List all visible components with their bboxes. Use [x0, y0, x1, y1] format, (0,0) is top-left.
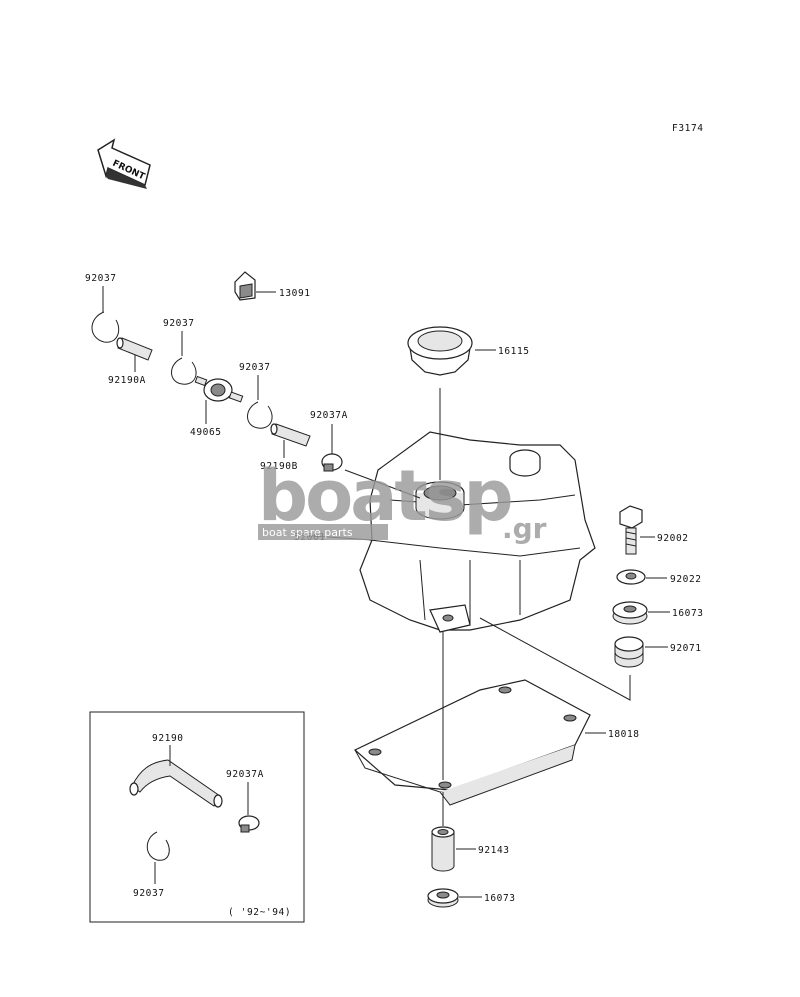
label-13091: 13091 [279, 288, 311, 299]
front-arrow-icon: FRONT [97, 138, 151, 189]
label-18018: 18018 [608, 729, 640, 740]
watermark-suffix: .gr [502, 512, 547, 545]
hose-clamp-92037-b-icon [171, 357, 197, 385]
figure-code: F3174 [672, 123, 704, 134]
tray-18018-icon [353, 679, 591, 806]
grommet-16073-a-icon [612, 601, 648, 625]
filler-cap-16115-icon [407, 326, 473, 376]
inset-box: 92190 92037A 92037 ( '92~'94) [89, 711, 305, 923]
washer-92022-icon [616, 569, 646, 585]
fuel-filter-49065-icon [194, 375, 244, 403]
label-49065: 49065 [190, 427, 222, 438]
label-92190b: 92190B [260, 461, 298, 472]
label-92071: 92071 [670, 643, 702, 654]
inset-label-92037: 92037 [133, 888, 165, 899]
label-92143: 92143 [478, 845, 510, 856]
fuel-tank-52001-icon [359, 431, 596, 633]
inset-label-92037a: 92037A [226, 769, 264, 780]
hose-clamp-92037-icon [91, 311, 120, 343]
grommet-92071-icon [614, 636, 644, 668]
watermark-tagline: boat spare parts [262, 526, 353, 539]
inset-label-92190: 92190 [152, 733, 184, 744]
hose-92190b-icon [270, 423, 311, 447]
label-16073-a: 16073 [672, 608, 704, 619]
inset-year-note: ( '92~'94) [228, 907, 291, 918]
label-92190a: 92190A [108, 375, 146, 386]
collar-92143-icon [431, 826, 455, 872]
cap-13091-icon [234, 271, 256, 301]
watermark-brand: boatsp [258, 455, 511, 537]
hose-92190a-icon [116, 337, 153, 361]
grommet-16073-b-icon [427, 888, 459, 908]
watermark: boatsp .gr boat spare parts [258, 455, 547, 545]
label-92037-c: 92037 [239, 362, 271, 373]
hose-clamp-92037a-icon [321, 453, 343, 472]
label-16073-b: 16073 [484, 893, 516, 904]
label-92037-a: 92037 [85, 273, 117, 284]
label-92022: 92022 [670, 574, 702, 585]
label-92037a: 92037A [310, 410, 348, 421]
label-16115: 16115 [498, 346, 530, 357]
bolt-92002-icon [619, 505, 643, 555]
label-92002: 92002 [657, 533, 689, 544]
hose-clamp-92037-c-icon [247, 401, 273, 429]
label-92037-b: 92037 [163, 318, 195, 329]
